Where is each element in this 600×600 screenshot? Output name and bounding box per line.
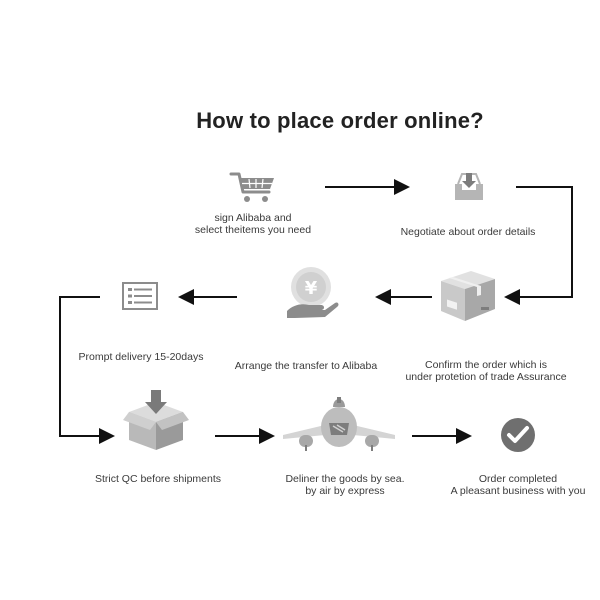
step-label-line: by air by express [305,485,385,497]
step-label-line: Arrange the transfer to Alibaba [234,360,378,372]
step-label-line: Order completed [478,473,558,485]
step-label-line: Confirm the order which is [425,359,547,371]
step-label-negotiate: Negotiate about order details [388,226,548,238]
arrow-step5-to-step6 [59,296,115,444]
package-box-icon [441,271,495,321]
step-label-line: select theitems you need [194,224,312,236]
step-label-line: under protetion of trade Assurance [405,371,567,383]
download-tray-icon [455,173,483,200]
step-label-line: Negotiate about order details [400,226,536,238]
check-circle-icon [501,418,535,452]
step-label-line: Deliner the goods by sea. [285,473,405,485]
step-label-line: Strict QC before shipments [94,473,222,485]
svg-text:¥: ¥ [305,278,318,299]
step-label-line: sign Alibaba and [214,212,292,224]
checklist-icon [122,282,158,310]
step-label-line: A pleasant business with you [450,485,586,497]
shopping-cart-icon [229,172,274,202]
step-label-confirm-order: Confirm the order which is under proteti… [403,359,569,383]
yen-coin-hand-icon: ¥ [287,267,339,318]
step-label-strict-qc: Strict QC before shipments [83,473,233,485]
step-label-select-items: sign Alibaba and select theitems you nee… [183,212,323,236]
diagram-title: How to place order online? [196,108,484,133]
step-label-arrange-transfer: Arrange the transfer to Alibaba [228,360,384,372]
step-label-deliver-goods: Deliner the goods by sea. by air by expr… [272,473,418,497]
box-down-arrow-icon [123,390,189,450]
step-label-line: Prompt delivery 15-20days [78,351,204,363]
arrow-step2-to-step3 [504,186,573,305]
airplane-icon [283,397,395,451]
step-label-order-completed: Order completed A pleasant business with… [440,473,596,497]
step-label-prompt-delivery: Prompt delivery 15-20days [66,351,216,363]
